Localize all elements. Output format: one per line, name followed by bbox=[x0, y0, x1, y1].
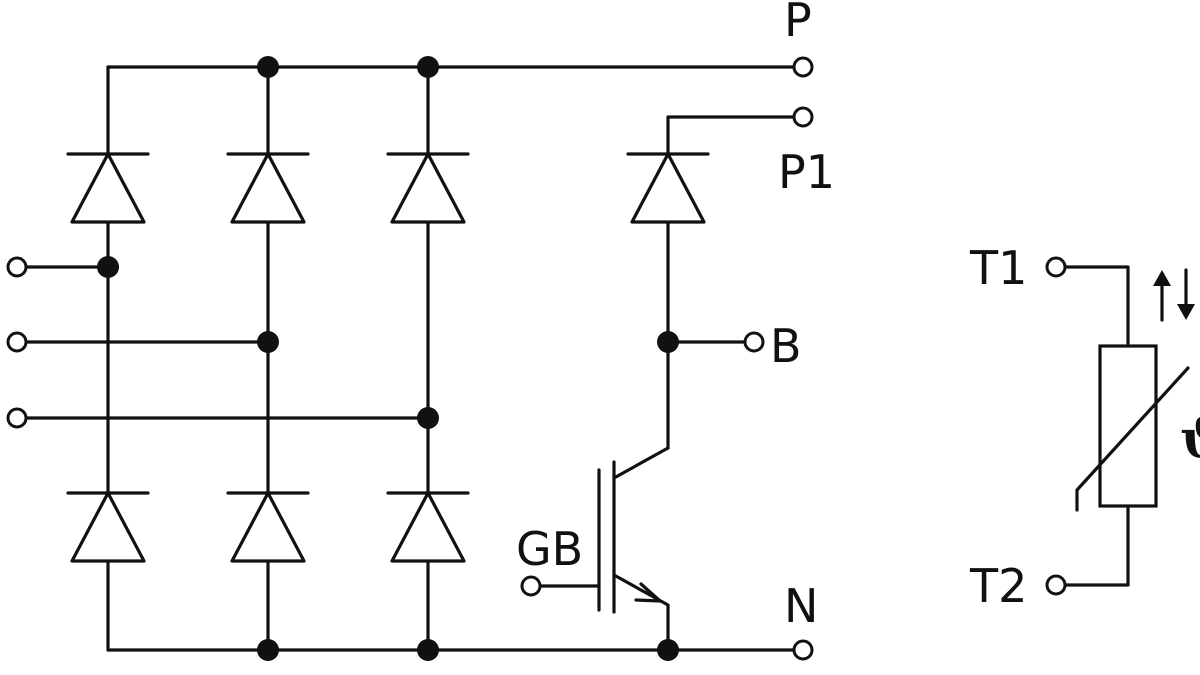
junction-dot bbox=[657, 639, 679, 661]
label-p: P bbox=[784, 0, 812, 47]
igbt-collector bbox=[612, 446, 670, 480]
terminal-p bbox=[792, 56, 814, 78]
label-gb: GB bbox=[516, 522, 583, 576]
diode-upper-1 bbox=[66, 152, 150, 224]
junction-dot bbox=[97, 256, 119, 278]
diode-lower-2 bbox=[226, 491, 310, 563]
junction-dot bbox=[417, 407, 439, 429]
igbt-emitter-arrow bbox=[634, 582, 662, 603]
label-n: N bbox=[784, 579, 818, 633]
terminal-gb bbox=[520, 575, 542, 597]
terminal-b bbox=[743, 331, 765, 353]
label-b: B bbox=[770, 319, 802, 373]
terminal-ac-1 bbox=[6, 256, 28, 278]
thermistor-temperature-symbol: ϑ bbox=[1180, 409, 1200, 470]
junction-dot bbox=[417, 56, 439, 78]
terminal-ac-2 bbox=[6, 331, 28, 353]
junction-dot bbox=[417, 639, 439, 661]
t1-lead bbox=[1064, 265, 1130, 348]
p1-wire bbox=[666, 115, 796, 450]
brake-diode bbox=[626, 152, 710, 224]
ntc-thermistor bbox=[1064, 265, 1195, 587]
terminal-n bbox=[792, 639, 814, 661]
t2-lead bbox=[1064, 504, 1130, 587]
junction-dot bbox=[257, 56, 279, 78]
diode-lower-1 bbox=[66, 491, 150, 563]
terminal-t1 bbox=[1045, 256, 1067, 278]
thermistor-slope bbox=[1075, 366, 1190, 512]
arrow-down-icon bbox=[1177, 268, 1195, 320]
terminal-t2 bbox=[1045, 574, 1067, 596]
label-t1: T1 bbox=[969, 241, 1027, 295]
junction-dot bbox=[257, 639, 279, 661]
diode-lower-3 bbox=[386, 491, 470, 563]
terminal-ac-3 bbox=[6, 407, 28, 429]
igbt-emitter bbox=[612, 573, 670, 652]
label-p1: P1 bbox=[778, 145, 835, 199]
label-t2: T2 bbox=[969, 559, 1027, 613]
terminal-p1 bbox=[792, 106, 814, 128]
arrow-up-icon bbox=[1153, 270, 1171, 322]
junction-dot bbox=[657, 331, 679, 353]
junction-dot bbox=[257, 331, 279, 353]
diode-upper-2 bbox=[226, 152, 310, 224]
diode-upper-3 bbox=[386, 152, 470, 224]
brake-igbt bbox=[538, 446, 670, 652]
thermistor-body bbox=[1098, 344, 1158, 508]
